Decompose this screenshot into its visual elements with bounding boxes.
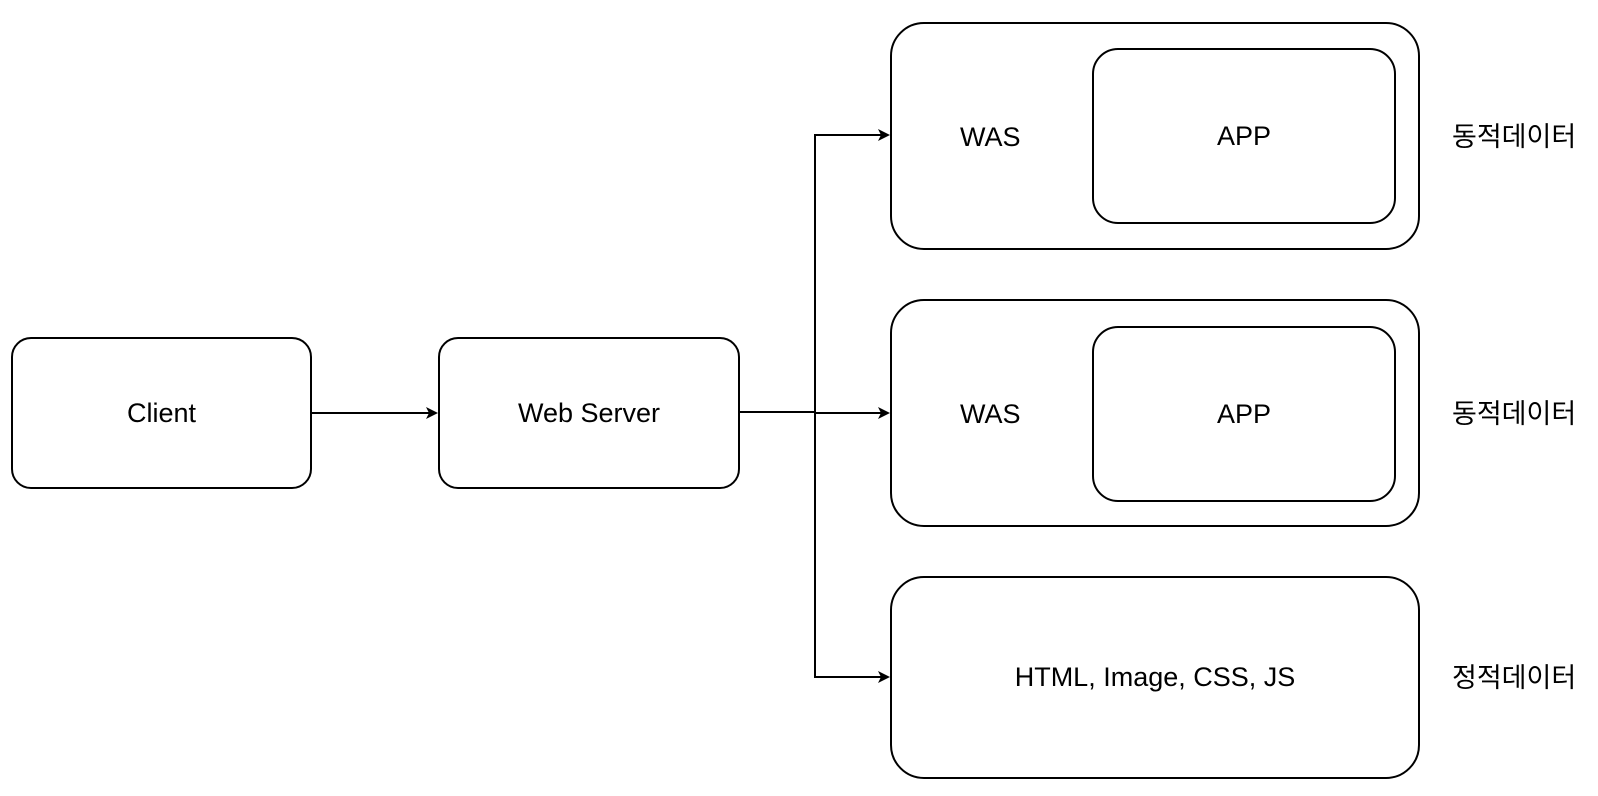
app-node-1: APP — [1092, 48, 1396, 224]
was-label-1: WAS — [960, 122, 1021, 152]
side-label-dynamic-1: 동적데이터 — [1452, 122, 1577, 152]
side-label-dynamic-2: 동적데이터 — [1452, 399, 1577, 429]
app-node-2: APP — [1092, 326, 1396, 502]
was-label-2: WAS — [960, 399, 1021, 429]
client-node: Client — [11, 337, 312, 489]
static-node: HTML, Image, CSS, JS — [890, 576, 1420, 779]
was-node-1: WAS APP — [890, 22, 1420, 250]
was-node-2: WAS APP — [890, 299, 1420, 527]
static-label: HTML, Image, CSS, JS — [1014, 662, 1296, 692]
client-label: Client — [126, 397, 197, 428]
side-label-static: 정적데이터 — [1452, 663, 1577, 693]
web-server-label: Web Server — [517, 397, 661, 428]
app-label-1: APP — [1216, 120, 1272, 151]
app-label-2: APP — [1216, 398, 1272, 429]
web-server-node: Web Server — [438, 337, 740, 489]
